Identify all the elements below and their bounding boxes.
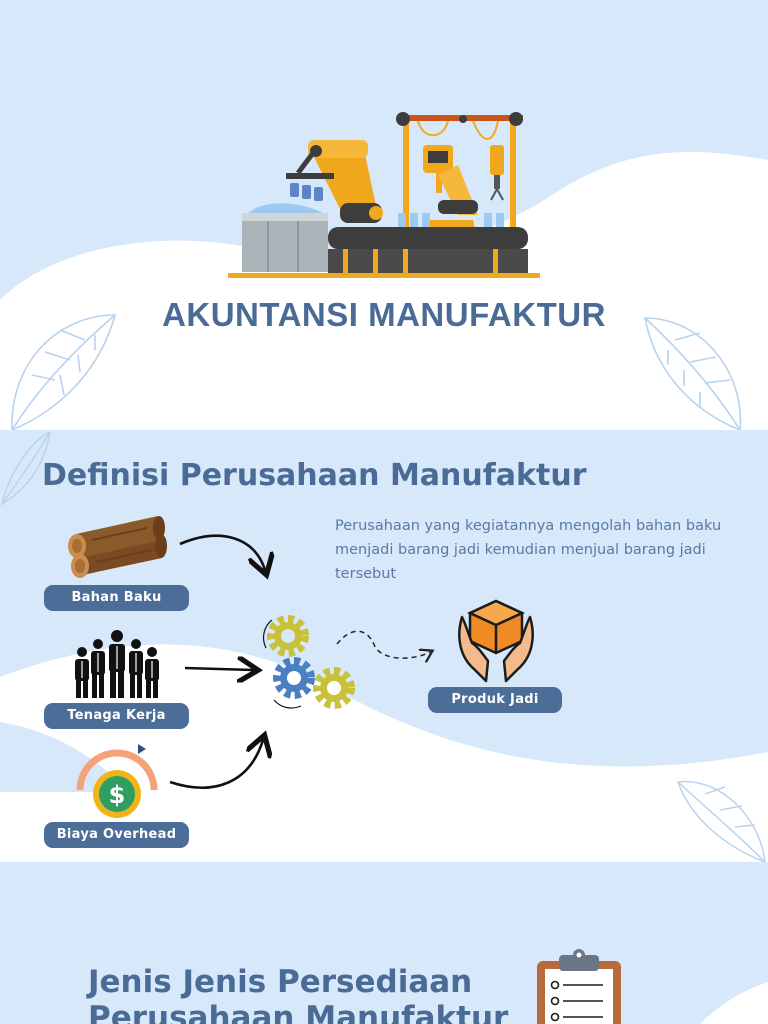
arrow-to-produk bbox=[336, 630, 430, 658]
workers-icon bbox=[75, 630, 159, 698]
arrow-biaya-overhead bbox=[169, 740, 263, 789]
wave-background bbox=[0, 151, 768, 430]
pill-biaya-overhead: Biaya Overhead bbox=[44, 822, 189, 848]
slide-cover: AKUNTANSI MANUFAKTUR bbox=[0, 0, 768, 430]
arrow-tenaga-kerja bbox=[184, 668, 253, 670]
factory-machine-icon bbox=[228, 112, 540, 278]
slide-definition: Definisi Perusahaan Manufaktur Perusahaa… bbox=[0, 432, 768, 862]
leaf-small-icon bbox=[0, 432, 51, 506]
leaf-bottom-right-icon bbox=[676, 780, 766, 862]
wave-background bbox=[0, 432, 768, 862]
dollar-gauge-icon: $ bbox=[76, 744, 158, 818]
flow-arrows bbox=[169, 534, 445, 789]
leaf-right-icon bbox=[644, 317, 742, 430]
box-in-hands-icon bbox=[458, 599, 534, 683]
definition-text: Perusahaan yang kegiatannya mengolah bah… bbox=[335, 518, 722, 582]
svg-text:$: $ bbox=[109, 781, 126, 809]
wood-logs-icon bbox=[68, 516, 167, 578]
gears-icon bbox=[262, 615, 355, 709]
leaf-left-icon bbox=[11, 314, 117, 430]
wave-background bbox=[700, 982, 768, 1024]
pill-bahan-baku: Bahan Baku bbox=[44, 585, 189, 611]
slide-inventory-types: Jenis Jenis Persediaan Perusahaan Manufa… bbox=[0, 864, 768, 1024]
clipboard-icon bbox=[537, 949, 621, 1024]
pill-tenaga-kerja: Tenaga Kerja bbox=[44, 703, 189, 729]
section-title-inventory: Jenis Jenis Persediaan Perusahaan Manufa… bbox=[88, 964, 509, 1024]
pill-produk-jadi: Produk Jadi bbox=[428, 687, 562, 713]
arrow-bahan-baku bbox=[179, 534, 265, 570]
cover-title: AKUNTANSI MANUFAKTUR bbox=[162, 296, 606, 333]
section-title: Definisi Perusahaan Manufaktur bbox=[42, 458, 587, 493]
